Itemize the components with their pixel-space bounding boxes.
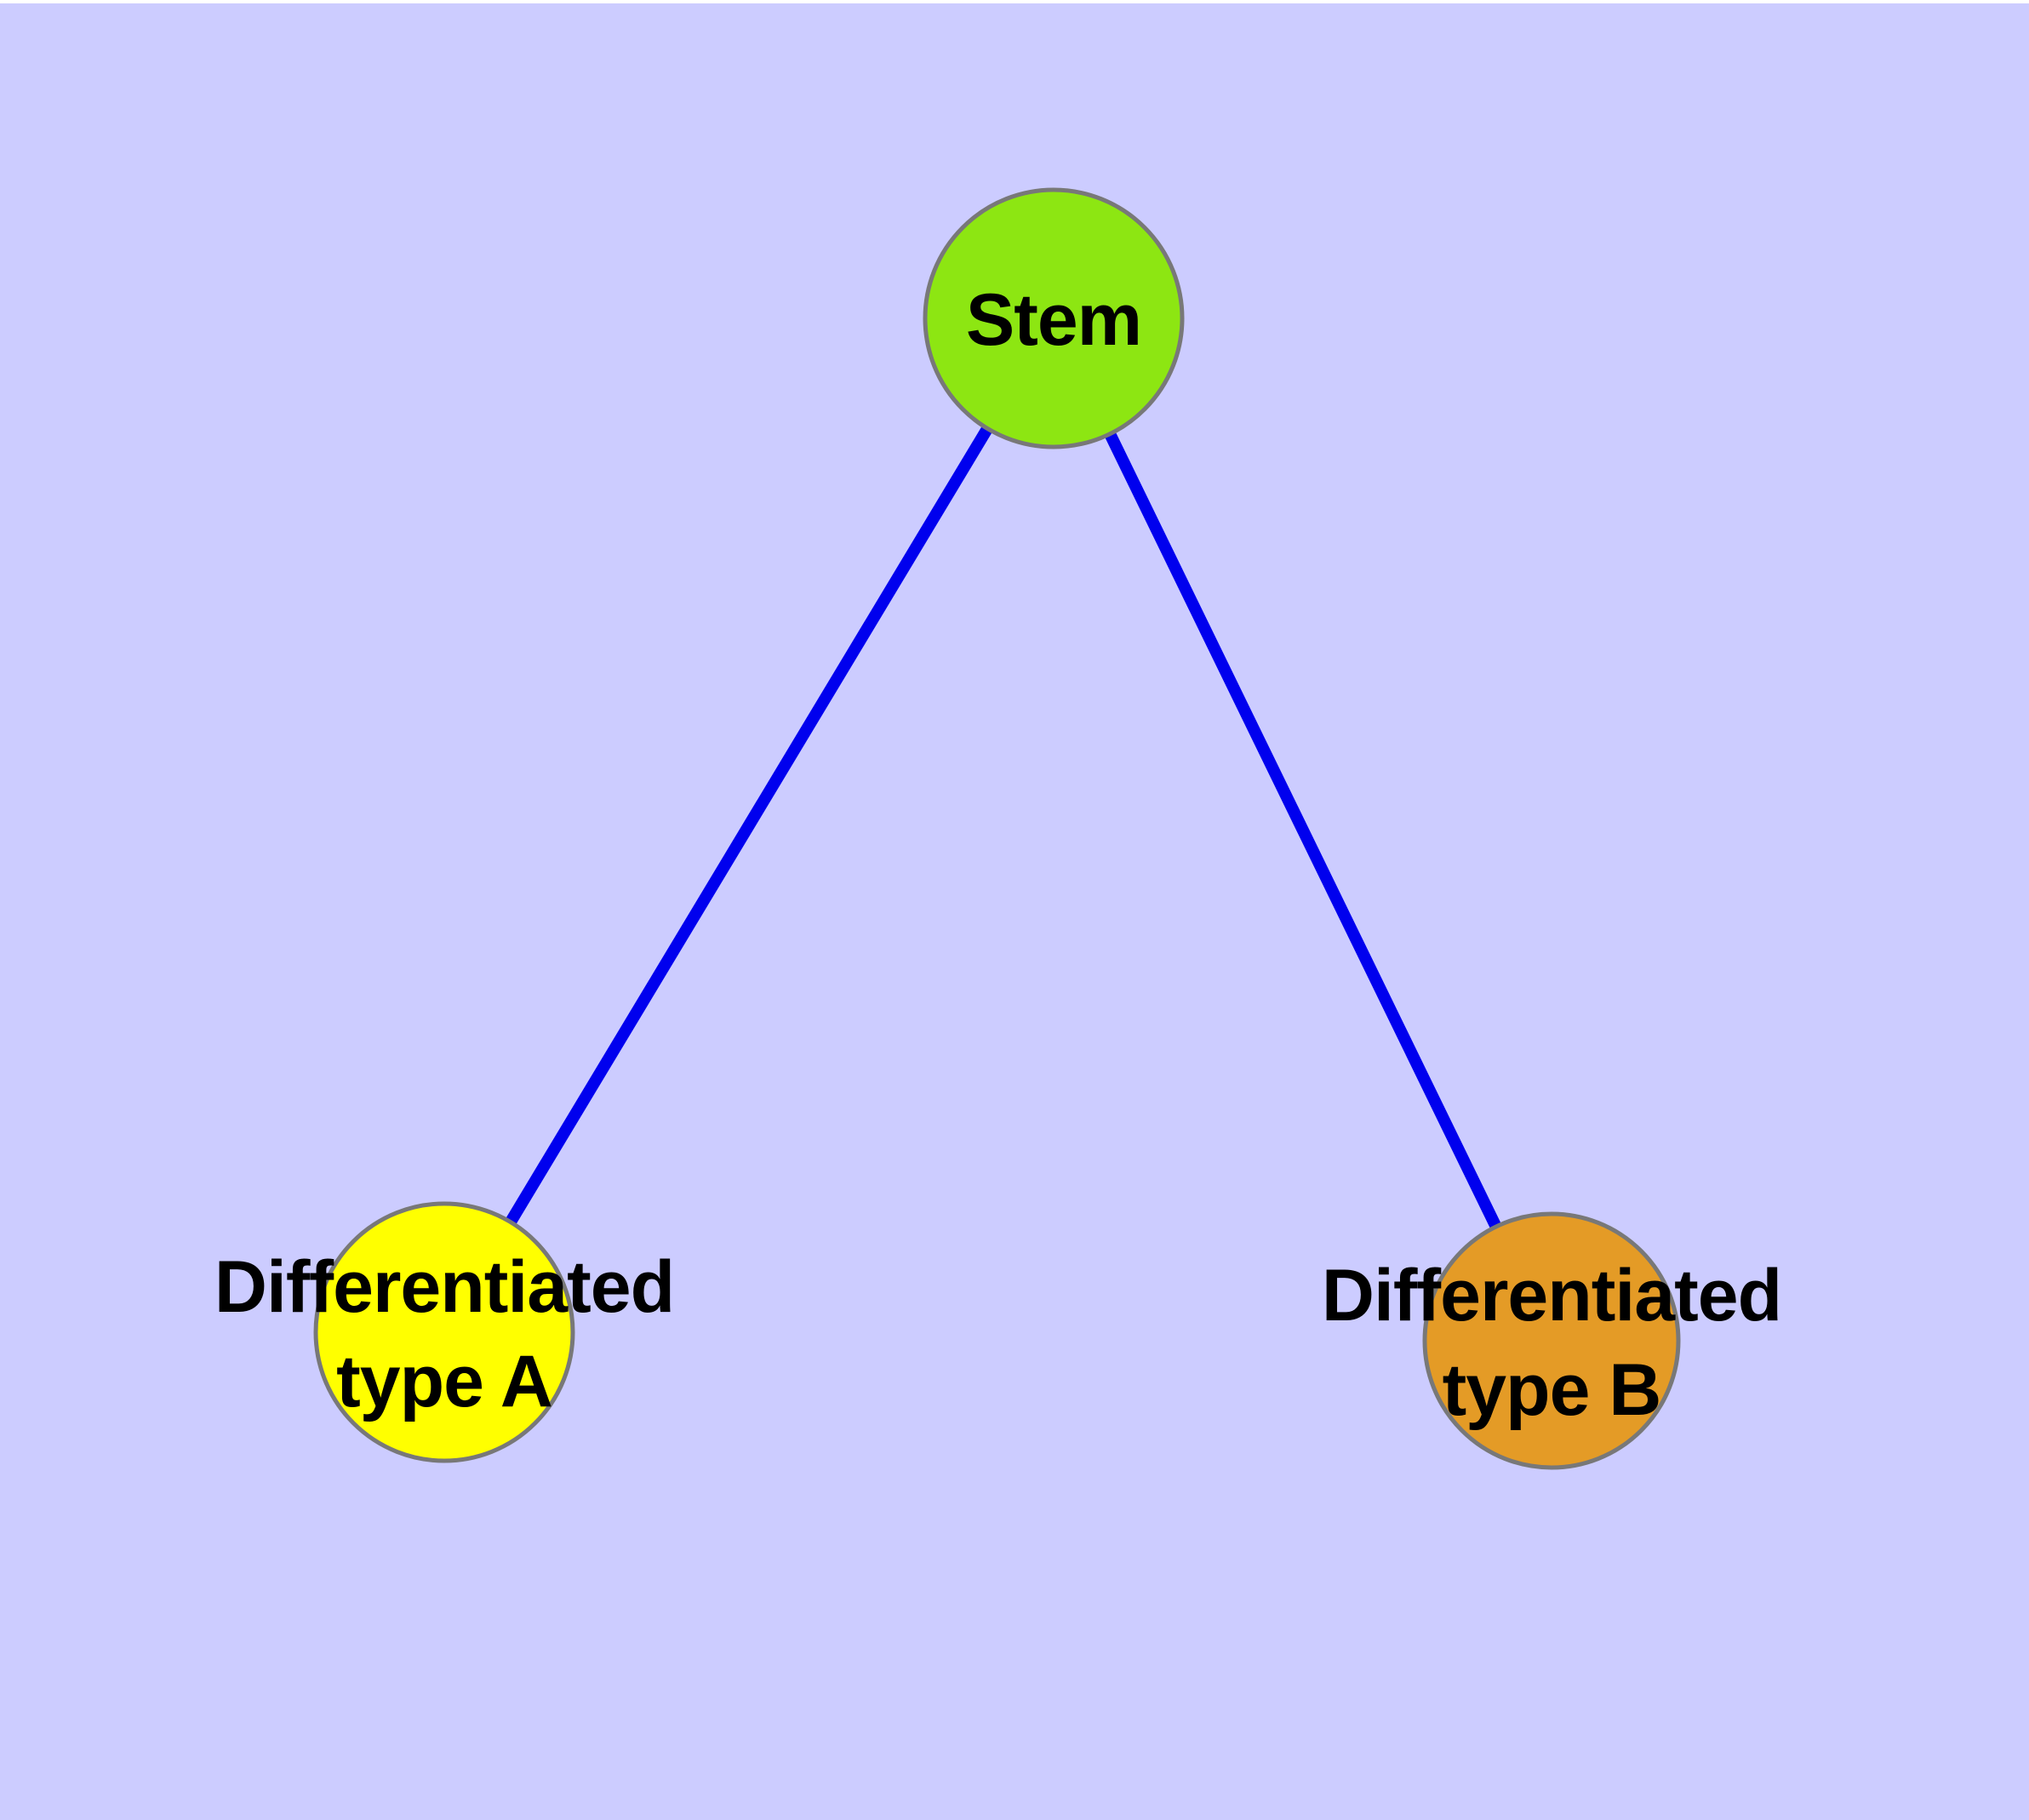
- node-label-type-a-line2: type A: [336, 1341, 552, 1422]
- node-label-type-a-line1: Differentiated: [214, 1246, 674, 1328]
- node-label-stem: Stem: [966, 279, 1141, 361]
- edge-stem-type-a: [439, 315, 1059, 1336]
- node-stem: [923, 187, 1185, 449]
- node-differentiated-type-b: [1422, 1211, 1681, 1470]
- node-label-type-b-line1: Differentiated: [1322, 1255, 1781, 1336]
- edge-stem-type-b: [1048, 315, 1557, 1344]
- node-differentiated-type-a: [313, 1201, 575, 1463]
- node-label-type-b-line2: type B: [1443, 1349, 1661, 1431]
